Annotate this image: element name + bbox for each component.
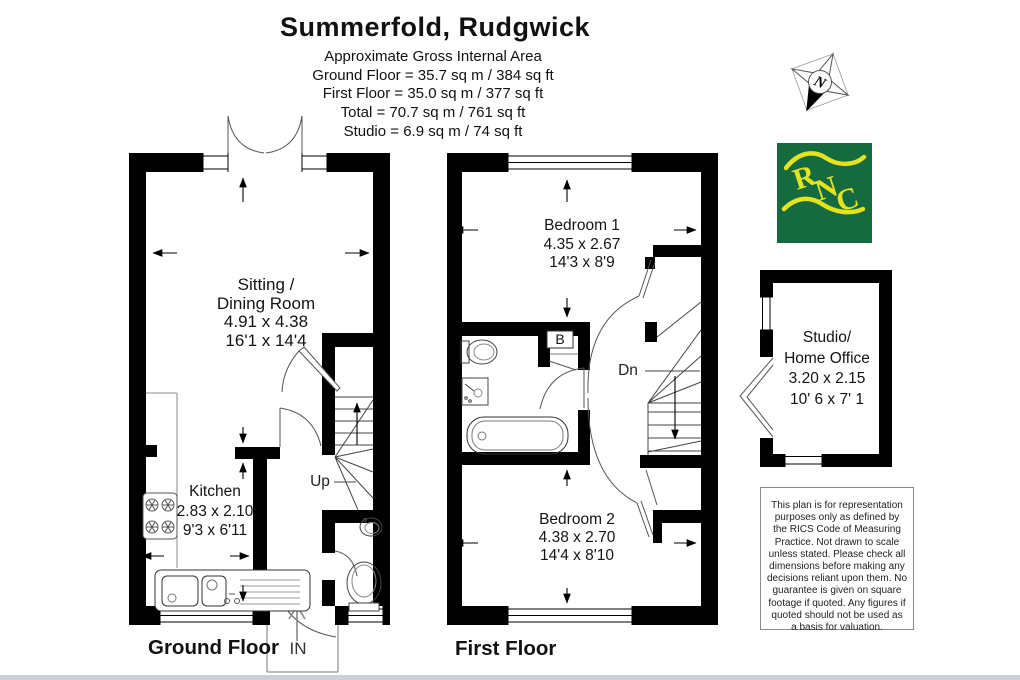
ground-floor-label: Ground Floor <box>148 636 279 659</box>
first-floor-windows <box>507 153 633 625</box>
disclaimer-line: Practice. Not drawn to scale <box>774 536 900 548</box>
kitchen-label: Kitchen 2.83 x 2.10 9'3 x 6'11 <box>177 482 254 541</box>
disclaimer-line: purposes only as defined by <box>774 512 900 524</box>
rnc-logo: R N C <box>777 143 872 243</box>
disclaimer-line: decisions reliant upon them. No <box>766 573 908 585</box>
bathroom-toilet-icon <box>460 339 498 365</box>
ground-floor-dimension-arrows <box>141 177 370 602</box>
logo-swoosh-bottom <box>781 196 866 215</box>
studio-plan <box>739 270 892 467</box>
room-name-line1: Studio/ <box>802 329 852 346</box>
room-dim-metric: 4.38 x 2.70 <box>538 529 616 546</box>
bedroom1-label: Bedroom 1 4.35 x 2.67 14'3 x 8'9 <box>544 217 621 273</box>
disclaimer-line: a basis for valuation. <box>791 622 883 634</box>
entrance-porch <box>266 625 339 673</box>
sink-icon <box>154 569 311 612</box>
room-dim-imperial: 9'3 x 6'11 <box>182 522 248 539</box>
ground-floor-doors <box>227 115 358 638</box>
room-dim-metric: 4.91 x 4.38 <box>223 312 309 331</box>
north-compass-icon: N <box>790 52 850 112</box>
stairs-up-label: Up <box>310 473 330 490</box>
disclaimer-line: This plan is for representation <box>771 500 903 511</box>
logo-swoosh-top <box>783 151 867 171</box>
page-bottom-strip <box>0 675 1020 680</box>
studio-home-office-label: Studio/ Home Office 3.20 x 2.15 10' 6 x … <box>784 328 870 410</box>
boiler-cupboard <box>546 330 578 371</box>
room-name-line1: Sitting / <box>237 275 295 294</box>
room-name: Bedroom 2 <box>539 511 615 528</box>
cloakroom-basin-icon <box>359 517 383 537</box>
disclaimer-line: footage if quoted. Any figures if <box>768 597 906 609</box>
room-dim-imperial: 14'3 x 8'9 <box>549 254 615 271</box>
area-line-total: Total = 70.7 sq m / 761 sq ft <box>340 104 526 122</box>
room-dim-metric: 2.83 x 2.10 <box>176 502 254 520</box>
page-title: Summerfold, Rudgwick <box>279 12 591 42</box>
room-name-line2: Dining Room <box>216 293 316 313</box>
bathroom-basin-icon <box>461 377 489 406</box>
disclaimer-line: dimensions before making any <box>769 561 905 573</box>
sitting-dining-room-label: Sitting / Dining Room 4.91 x 4.38 16'1 x… <box>216 275 316 350</box>
room-name: Kitchen <box>189 483 241 500</box>
room-name-line2: Home Office <box>784 349 870 367</box>
room-name: Bedroom 1 <box>544 217 620 234</box>
stairs-down-label: Dn <box>618 362 638 379</box>
room-dim-imperial: 10' 6 x 7' 1 <box>789 390 864 408</box>
hob-icon <box>142 492 178 540</box>
area-summary: Approximate Gross Internal Area Ground F… <box>312 48 553 142</box>
first-floor-dimension-arrows <box>453 179 697 604</box>
disclaimer-line: quoted should not be used as <box>771 609 903 621</box>
bath-icon <box>466 416 569 455</box>
first-floor-doors <box>539 259 658 538</box>
area-heading: Approximate Gross Internal Area <box>324 48 542 65</box>
stairs-up <box>334 396 374 511</box>
area-line-first: First Floor = 35.0 sq m / 377 sq ft <box>322 85 544 103</box>
studio-windows <box>760 296 823 467</box>
area-line-ground: Ground Floor = 35.7 sq m / 384 sq ft <box>312 66 554 84</box>
disclaimer-line: unless stated. Please check all <box>768 548 906 560</box>
kitchen-counter <box>146 392 178 568</box>
room-dim-metric: 3.20 x 2.15 <box>788 370 866 387</box>
bedroom2-label: Bedroom 2 4.38 x 2.70 14'4 x 8'10 <box>539 511 616 565</box>
disclaimer-line: guarantee is given on square <box>772 585 902 597</box>
ground-floor-windows <box>159 153 384 625</box>
entrance-in-label: IN <box>289 639 307 658</box>
boiler-label: B <box>555 331 565 347</box>
room-dim-imperial: 16'1 x 14'4 <box>225 330 307 350</box>
first-floor-label: First Floor <box>455 637 557 660</box>
ground-floor-plan <box>129 115 390 673</box>
studio-double-doors <box>739 357 774 438</box>
room-dim-metric: 4.35 x 2.67 <box>543 235 621 253</box>
disclaimer-line: the RICS Code of Measuring <box>773 524 901 536</box>
disclaimer-box: This plan is for representation purposes… <box>760 487 914 633</box>
room-dim-imperial: 14'4 x 8'10 <box>539 547 615 564</box>
area-line-studio: Studio = 6.9 sq m / 74 sq ft <box>343 122 523 140</box>
first-floor-plan <box>447 153 718 625</box>
cloakroom-toilet-icon <box>346 561 382 612</box>
